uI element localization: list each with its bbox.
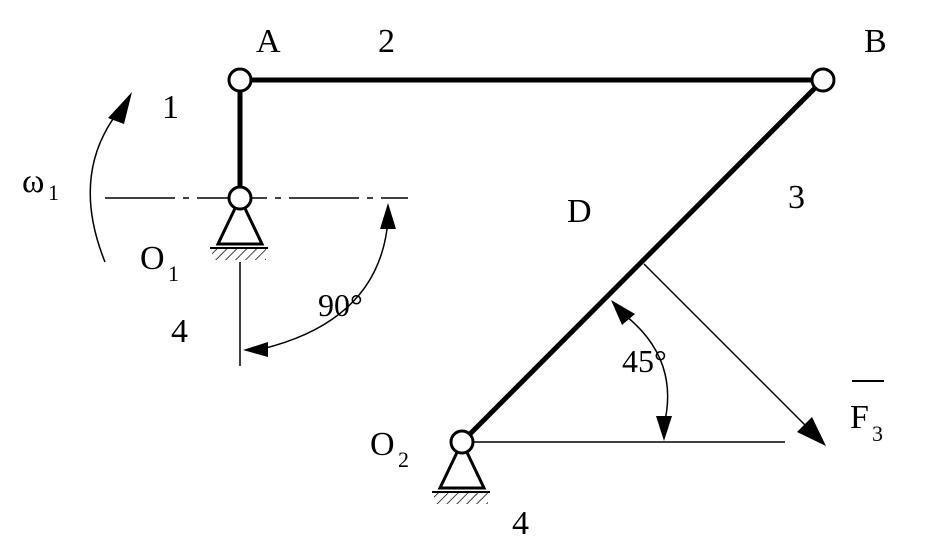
- label-b: B: [864, 23, 887, 60]
- angle-45-arc: [611, 300, 672, 441]
- label-o1: O: [140, 240, 165, 277]
- label-omega: ω: [22, 163, 44, 200]
- label-d: D: [567, 193, 592, 230]
- label-angle-90: 90°: [318, 287, 363, 323]
- label-link-1: 1: [162, 89, 179, 126]
- label-ground-left: 4: [171, 313, 188, 350]
- label-link-2: 2: [378, 23, 395, 60]
- label-o2: O: [370, 426, 395, 463]
- reference-lines: [105, 197, 785, 443]
- joint-o2: [449, 429, 475, 455]
- force-arrow: [734, 354, 884, 446]
- angle-90-arc: [243, 203, 396, 357]
- label-o2-subscript: 2: [398, 447, 409, 472]
- joint-o1: [227, 185, 253, 211]
- link-3: [459, 77, 826, 445]
- label-force: F: [850, 399, 869, 436]
- support-o1: [210, 194, 268, 260]
- omega-arrow: [89, 92, 132, 263]
- force-projection-line: [643, 263, 736, 356]
- label-omega-subscript: 1: [48, 180, 59, 205]
- label-link-3: 3: [788, 179, 805, 216]
- label-ground-right: 4: [512, 505, 529, 542]
- joints: [227, 67, 836, 455]
- label-a: A: [256, 23, 281, 60]
- label-o1-subscript: 1: [168, 261, 179, 286]
- links: [237, 77, 826, 445]
- joint-b: [810, 67, 836, 93]
- label-angle-45: 45°: [622, 343, 667, 379]
- joint-a: [227, 67, 253, 93]
- label-force-subscript: 3: [872, 421, 883, 446]
- support-o2: [432, 438, 490, 504]
